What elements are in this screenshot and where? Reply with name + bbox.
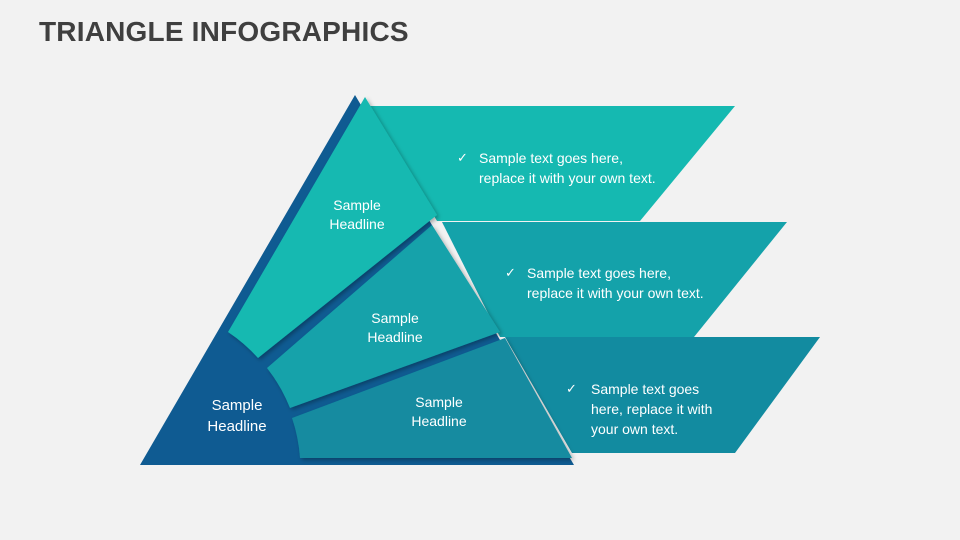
text-line: Sample text goes here, (527, 265, 671, 281)
text-line: replace it with your own text. (527, 285, 704, 301)
headline-line: Headline (207, 418, 267, 435)
base-headline: Sample Headline (192, 395, 282, 437)
headline-line: Sample (333, 197, 381, 213)
banner-2-text: ✓ Sample text goes here, replace it with… (505, 263, 704, 303)
slide-title: TRIANGLE INFOGRAPHICS (39, 16, 409, 47)
headline-line: Sample (415, 394, 463, 410)
check-icon: ✓ (457, 150, 468, 165)
banner-1-text: ✓ Sample text goes here, replace it with… (457, 148, 656, 188)
segment-3-shape (292, 338, 572, 458)
text-line: replace it with your own text. (479, 170, 656, 186)
banner-2-shape (442, 222, 787, 337)
segment-2-headline: Sample Headline (355, 309, 435, 347)
segment-1-shape (228, 97, 437, 358)
segment-2-shape (267, 225, 500, 408)
text-line: Sample text goes here, (479, 150, 623, 166)
banner-3-text: ✓ Sample text goes here, replace it with… (566, 379, 712, 439)
segment-3-headline: Sample Headline (399, 393, 479, 431)
check-icon: ✓ (566, 381, 577, 396)
banner-3-shape (505, 337, 820, 453)
headline-line: Headline (411, 413, 467, 429)
text-line: Sample text goes (591, 381, 700, 397)
headline-line: Headline (329, 216, 385, 232)
text-line: here, replace it with (591, 401, 713, 417)
text-line: your own text. (591, 421, 679, 437)
headline-line: Headline (367, 329, 423, 345)
banner-1-shape (370, 106, 735, 221)
check-icon: ✓ (505, 265, 516, 280)
headline-line: Sample (371, 310, 419, 326)
segment-1-headline: Sample Headline (317, 196, 397, 234)
headline-line: Sample (211, 397, 263, 414)
